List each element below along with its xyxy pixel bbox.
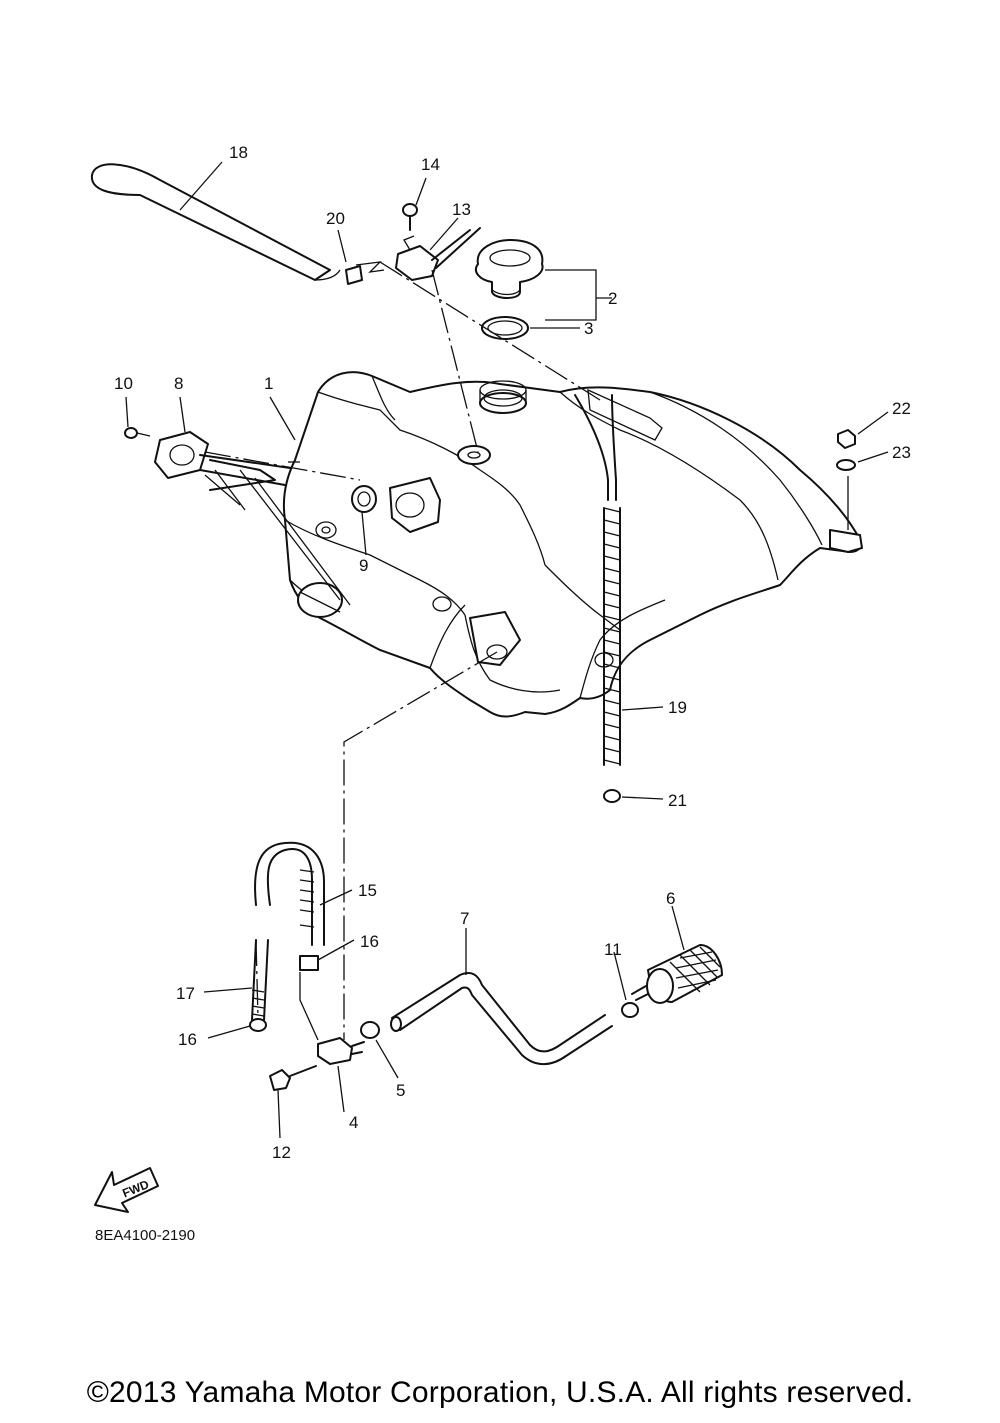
bolt-14 xyxy=(402,203,418,231)
clamp-11 xyxy=(621,1002,639,1018)
bolt-12 xyxy=(269,1065,317,1091)
callout-8: 8 xyxy=(174,374,183,393)
clip-20 xyxy=(345,265,363,285)
hose-15 xyxy=(299,909,315,928)
washer-23 xyxy=(836,459,856,471)
copyright-notice: ©2013 Yamaha Motor Corporation, U.S.A. A… xyxy=(86,1376,914,1409)
callout-10: 10 xyxy=(114,374,133,393)
callout-1: 1 xyxy=(264,374,273,393)
callout-6: 6 xyxy=(666,889,675,908)
fuel-filter-6 xyxy=(631,944,723,1004)
drawing-code: 8EA4100-2190 xyxy=(95,1227,195,1244)
vent-valve-13 xyxy=(395,227,481,281)
breather-hose-18 xyxy=(90,163,341,281)
hose-17 xyxy=(251,841,325,1021)
fuel-cap-2 xyxy=(474,239,544,299)
callout-15: 15 xyxy=(358,881,377,900)
fwd-direction-arrow: FWD xyxy=(94,1167,159,1213)
callout-9: 9 xyxy=(359,556,368,575)
callout-21: 21 xyxy=(668,791,687,810)
callout-20: 20 xyxy=(326,209,345,228)
cap-gasket-3 xyxy=(481,316,529,340)
callout-18: 18 xyxy=(229,143,248,162)
callout-17: 17 xyxy=(176,984,195,1003)
nut-22 xyxy=(837,429,856,449)
screw-10 xyxy=(124,427,151,439)
callout-2: 2 xyxy=(608,289,617,308)
callout-16-lower: 16 xyxy=(178,1030,197,1049)
callout-labels: 18 14 13 20 2 3 10 8 1 9 22 23 19 21 15 … xyxy=(95,143,911,1244)
clamp-16-lower xyxy=(249,1018,267,1032)
callout-22: 22 xyxy=(892,399,911,418)
fuel-hose-7 xyxy=(390,972,613,1066)
callout-5: 5 xyxy=(396,1081,405,1100)
clip-21 xyxy=(603,789,621,803)
callout-4: 4 xyxy=(349,1113,358,1132)
callout-23: 23 xyxy=(892,443,911,462)
fuel-cock-4 xyxy=(299,972,365,1065)
callout-14: 14 xyxy=(421,155,440,174)
overflow-hose-19 xyxy=(574,394,621,766)
callout-7: 7 xyxy=(460,909,469,928)
clamp-16-upper xyxy=(299,955,319,971)
callout-11: 11 xyxy=(604,940,622,959)
fuel-tank xyxy=(282,371,863,718)
callout-13: 13 xyxy=(452,200,471,219)
callout-16-upper: 16 xyxy=(360,932,379,951)
fuel-pump-assembly xyxy=(154,431,351,606)
leader-lines xyxy=(125,161,889,1139)
callout-3: 3 xyxy=(584,319,593,338)
callout-19: 19 xyxy=(668,698,687,717)
callout-12: 12 xyxy=(272,1143,291,1162)
collar-5 xyxy=(360,1021,380,1039)
